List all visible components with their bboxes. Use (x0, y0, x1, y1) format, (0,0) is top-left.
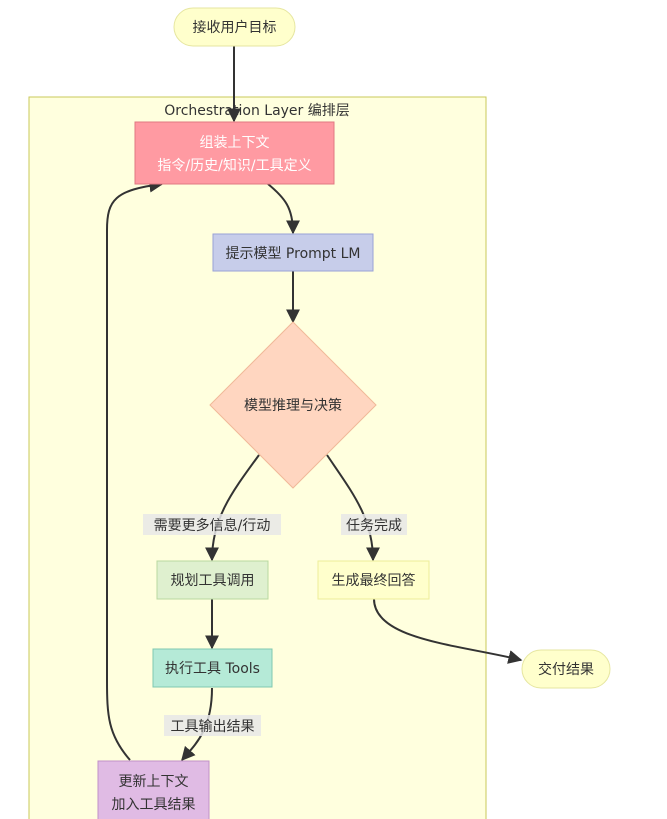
node-reason-decide: 模型推理与决策 (209, 321, 377, 489)
node-execute-tools: 执行工具 Tools (152, 648, 273, 688)
edge-label-task-done: 任务完成 (346, 518, 402, 534)
node-final-answer: 生成最终回答 (317, 560, 430, 600)
node-receive-goal-label: 接收用户目标 (193, 19, 277, 36)
node-assemble-context-line2: 指令/历史/知识/工具定义 (157, 157, 311, 174)
node-assemble-context-line1: 组装上下文 (200, 135, 270, 151)
node-plan-tool-call-label: 规划工具调用 (171, 573, 255, 589)
node-assemble-context: 组装上下文 指令/历史/知识/工具定义 (134, 121, 335, 185)
edge-label-tool-output: 工具输出结果 (171, 719, 255, 735)
edge-label-need-more-info: 需要更多信息/行动 (154, 517, 271, 534)
edge-answer-to-deliver (373, 598, 523, 664)
node-final-answer-label: 生成最终回答 (332, 572, 416, 589)
node-update-context: 更新上下文 加入工具结果 (97, 760, 210, 819)
edge-label-tool-output-group: 工具输出结果 (164, 715, 261, 736)
node-prompt-lm: 提示模型 Prompt LM (212, 233, 374, 272)
node-deliver-result-label: 交付结果 (538, 661, 594, 678)
node-deliver-result: 交付结果 (521, 649, 611, 689)
edge-update-loop-to-assemble (106, 178, 164, 761)
edge-label-task-done-group: 任务完成 (341, 514, 407, 535)
node-prompt-lm-label: 提示模型 Prompt LM (225, 246, 360, 262)
node-receive-goal: 接收用户目标 (173, 7, 296, 47)
edge-decision-to-answer (326, 454, 380, 562)
node-plan-tool-call: 规划工具调用 (156, 560, 269, 600)
node-update-context-line2: 加入工具结果 (112, 797, 196, 813)
node-update-context-line1: 更新上下文 (119, 774, 189, 790)
subgraph-title: Orchestration Layer 编排层 (164, 103, 350, 119)
node-reason-decide-label: 模型推理与决策 (244, 397, 342, 414)
node-execute-tools-label: 执行工具 Tools (165, 661, 260, 677)
edge-decision-to-plan (205, 454, 260, 562)
edge-assemble-to-prompt (267, 183, 300, 235)
edge-label-need-more-info-group: 需要更多信息/行动 (143, 514, 281, 535)
